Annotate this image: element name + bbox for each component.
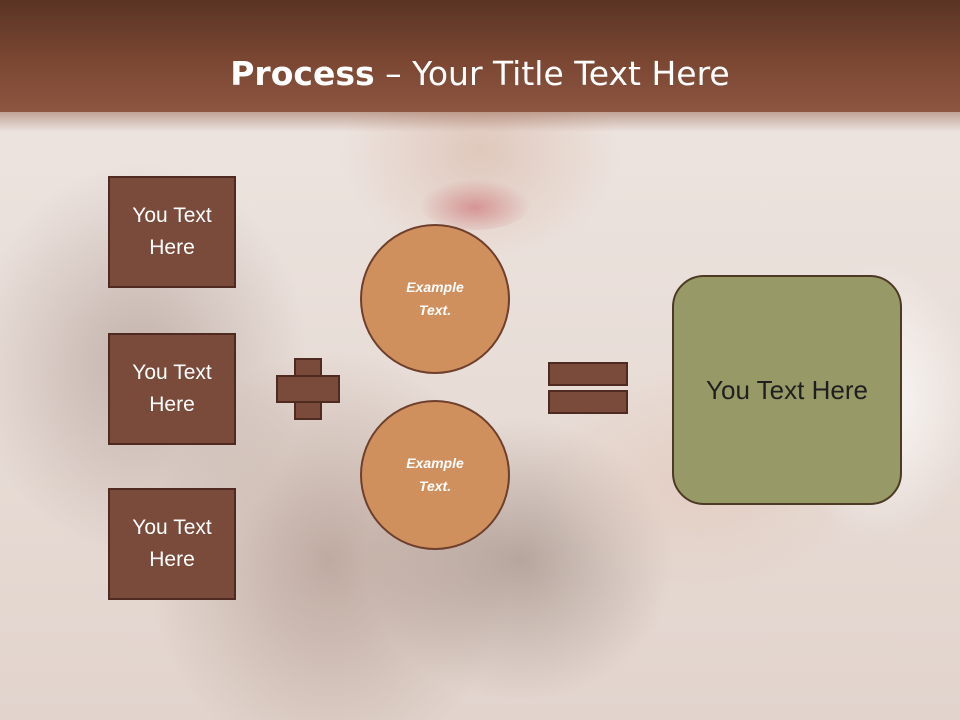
example-circle-2: Example Text. — [360, 400, 510, 550]
example-circle-2-label: Example Text. — [406, 455, 464, 494]
result-box-label: You Text Here — [706, 374, 868, 405]
slide-title: Process – Your Title Text Here — [0, 50, 960, 98]
slide-title-rest: – Your Title Text Here — [374, 54, 730, 93]
input-box-3: You Text Here — [108, 488, 236, 600]
example-circle-1-label: Example Text. — [406, 279, 464, 318]
plus-icon-center — [296, 377, 320, 401]
input-box-3-label: You Text Here — [132, 516, 212, 571]
input-box-1-label: You Text Here — [132, 204, 212, 259]
background-photo-detail — [420, 180, 530, 230]
equals-icon-top-bar — [548, 362, 628, 386]
input-box-2: You Text Here — [108, 333, 236, 445]
title-bar-shadow — [0, 112, 960, 132]
input-box-1: You Text Here — [108, 176, 236, 288]
slide-title-bold: Process — [230, 54, 375, 93]
equals-icon-bottom-bar — [548, 390, 628, 414]
example-circle-1: Example Text. — [360, 224, 510, 374]
title-bar — [0, 0, 960, 112]
result-box: You Text Here — [672, 275, 902, 505]
input-box-2-label: You Text Here — [132, 361, 212, 416]
